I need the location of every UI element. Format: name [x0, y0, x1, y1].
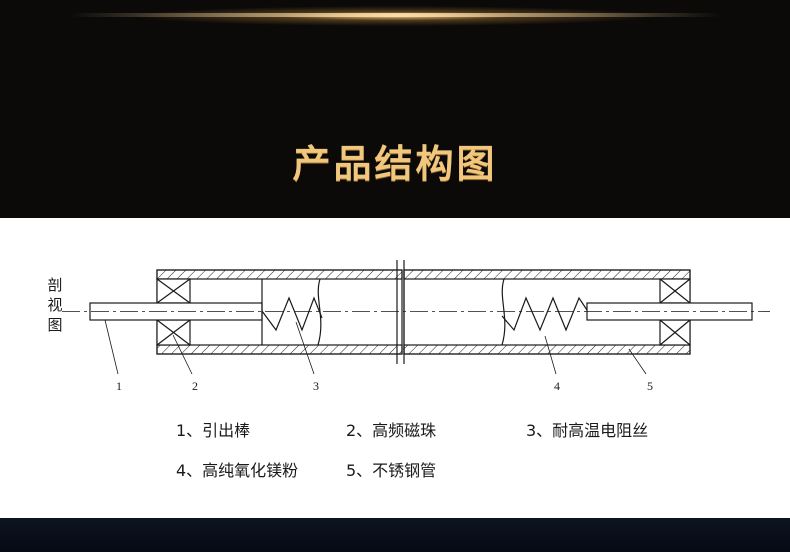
callout-5: 5 [647, 379, 653, 393]
legend-item-2: 2、高频磁珠 [346, 421, 437, 440]
resistance-wire-left [261, 296, 323, 332]
leader-3 [295, 321, 315, 375]
page-title: 产品结构图 [292, 142, 498, 186]
view-label-char-2: 视 [47, 296, 62, 314]
leader-5 [628, 348, 647, 375]
legend-item-3: 3、耐高温电阻丝 [526, 421, 649, 440]
legend-item-4: 4、高纯氧化镁粉 [176, 461, 299, 480]
legend-item-1: 1、引出棒 [176, 421, 251, 440]
view-label-char-3: 图 [47, 316, 62, 334]
tube-wall-top-right [403, 269, 691, 280]
leader-1 [104, 319, 119, 375]
tube-wall-bottom-right [403, 344, 691, 355]
callout-3: 3 [313, 379, 319, 393]
structure-diagram: 1 2 3 4 5 剖 视 图 [47, 260, 770, 393]
leader-4 [544, 335, 557, 375]
leader-2 [172, 334, 193, 375]
legend-item-5: 5、不锈钢管 [346, 461, 437, 480]
header-banner: 产品结构图 [0, 0, 790, 218]
tube-wall-top-left [156, 269, 403, 280]
view-label-char-1: 剖 [47, 276, 62, 294]
header-light-streak [70, 13, 720, 17]
callout-2: 2 [192, 379, 198, 393]
resistance-wire-right [501, 296, 588, 332]
callout-1: 1 [116, 379, 122, 393]
callout-4: 4 [554, 379, 560, 393]
footer-band [0, 518, 790, 552]
tube-wall-bottom-left [156, 344, 403, 355]
lead-rod-right [586, 302, 753, 321]
